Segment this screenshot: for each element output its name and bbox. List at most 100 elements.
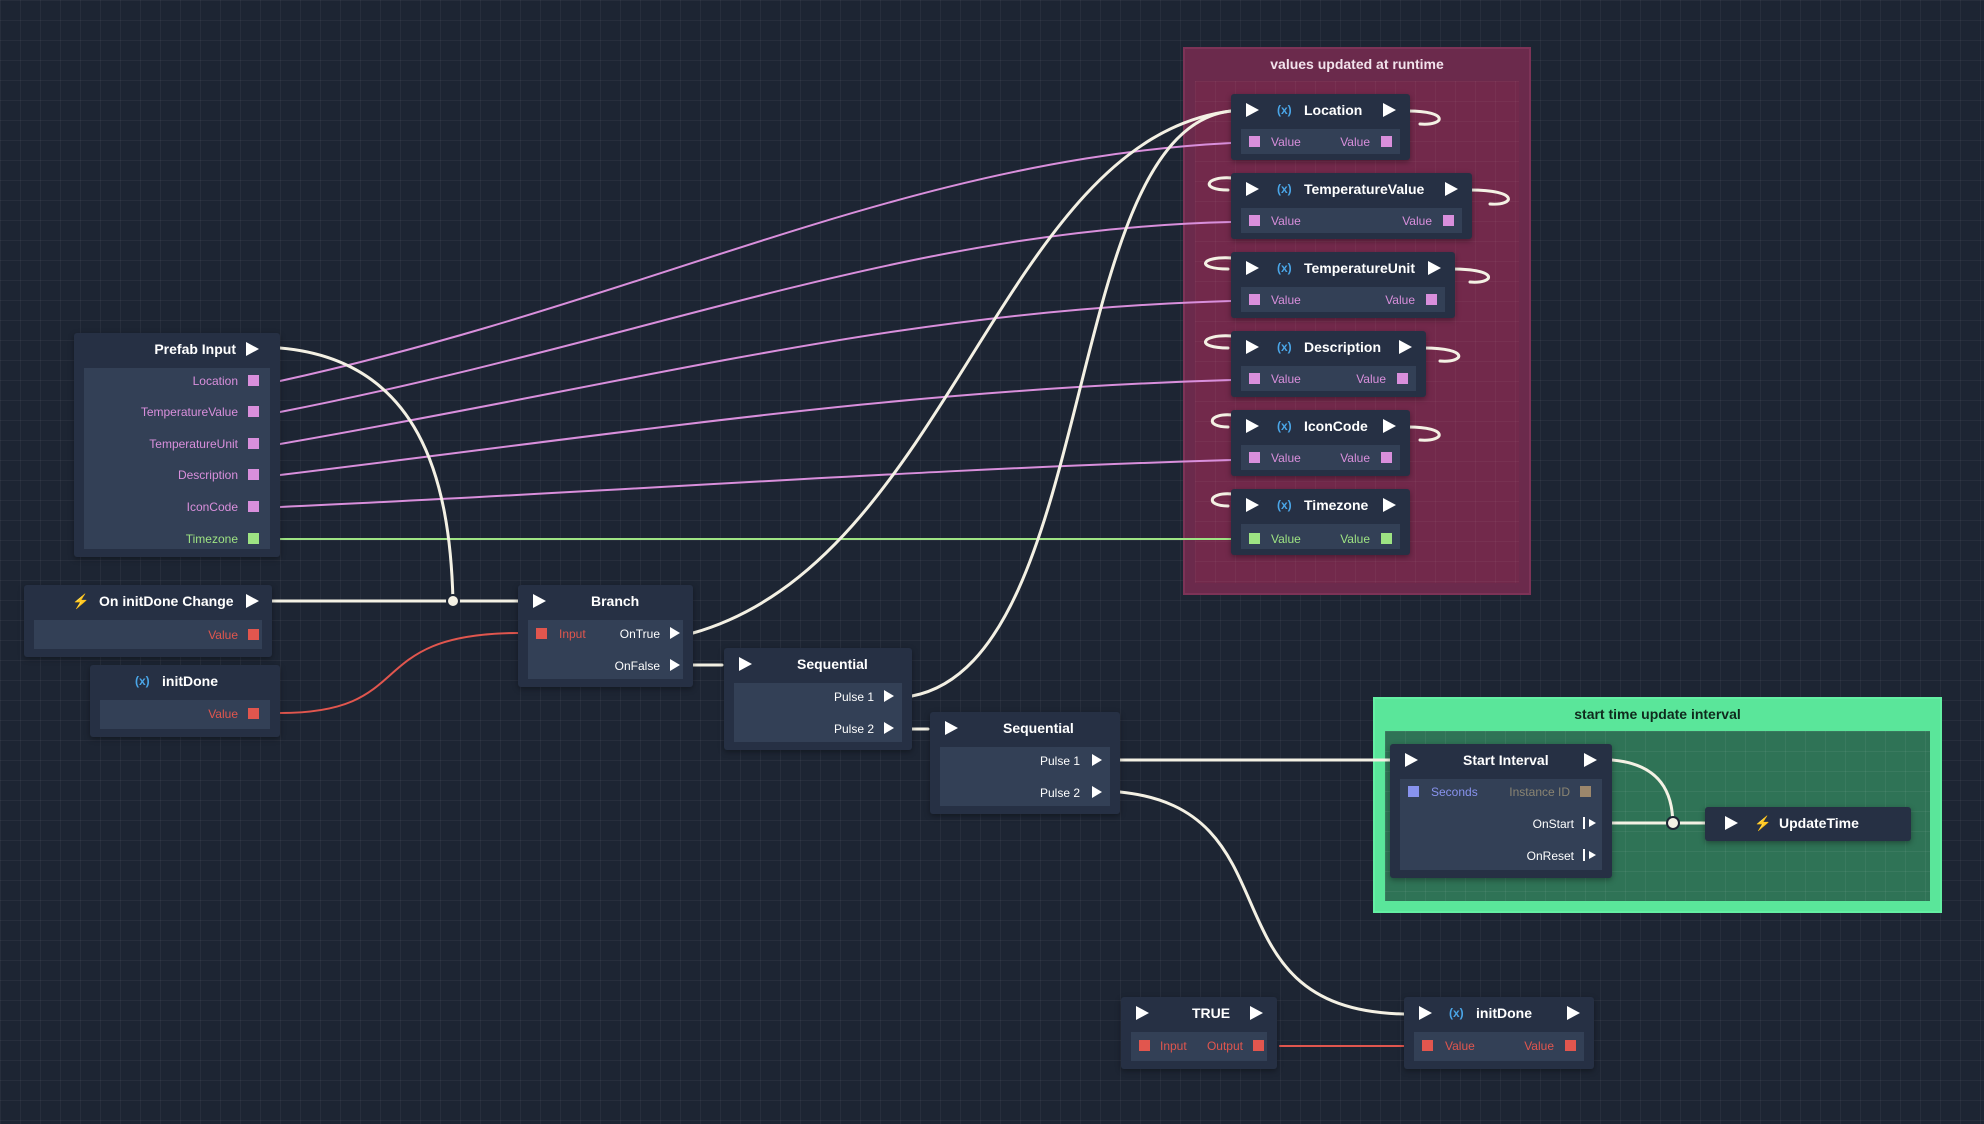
- wire-ontrue-to-setters: [691, 109, 1233, 635]
- exec-input-icon[interactable]: [1419, 1006, 1432, 1020]
- node-start-interval[interactable]: Start Interval Seconds Instance ID OnSta…: [1390, 744, 1612, 878]
- string-port-icon[interactable]: [1249, 373, 1260, 384]
- node-set-initdone[interactable]: (x) initDone Value Value: [1404, 997, 1594, 1069]
- wire-temperaturevalue: [279, 221, 1232, 413]
- number-port-icon[interactable]: [1408, 786, 1419, 797]
- exec-output-icon[interactable]: [1250, 1006, 1263, 1020]
- exec-input-icon[interactable]: [1725, 816, 1738, 830]
- string-port-icon[interactable]: [1381, 452, 1392, 463]
- node-true[interactable]: TRUE Input Output: [1121, 997, 1277, 1069]
- timezone-port-icon[interactable]: [248, 533, 259, 544]
- node-title: Description: [1304, 339, 1382, 355]
- node-title: initDone: [162, 673, 218, 689]
- string-port-icon[interactable]: [248, 501, 259, 512]
- exec-input-icon[interactable]: [1246, 498, 1259, 512]
- port-label: Pulse 1: [1039, 754, 1080, 768]
- exec-output-icon[interactable]: [1399, 340, 1412, 354]
- node-set-location[interactable]: (x) Location Value Value: [1231, 94, 1410, 160]
- node-body: [34, 620, 262, 649]
- exec-output-icon[interactable]: [884, 722, 894, 734]
- node-sequential-1[interactable]: Sequential Pulse 1 Pulse 2: [724, 648, 912, 750]
- exec-input-icon[interactable]: [739, 657, 752, 671]
- exec-output-icon[interactable]: [1383, 419, 1396, 433]
- bool-port-icon[interactable]: [248, 629, 259, 640]
- port-label: Pulse 2: [1039, 786, 1080, 800]
- exec-output-icon[interactable]: [246, 594, 259, 608]
- reroute-dot: [446, 594, 460, 608]
- node-body: [1241, 524, 1400, 549]
- exec-input-icon[interactable]: [1136, 1006, 1149, 1020]
- exec-output-icon[interactable]: [1092, 754, 1102, 766]
- bool-port-icon[interactable]: [248, 708, 259, 719]
- port-label: Value: [1385, 293, 1415, 307]
- string-port-icon[interactable]: [1397, 373, 1408, 384]
- exec-output-icon[interactable]: [1383, 498, 1396, 512]
- exec-output-icon[interactable]: [670, 627, 680, 639]
- string-port-icon[interactable]: [1381, 136, 1392, 147]
- string-port-icon[interactable]: [248, 469, 259, 480]
- node-initdone-getter[interactable]: (x) initDone Value: [90, 665, 280, 737]
- id-port-icon[interactable]: [1580, 786, 1591, 797]
- exec-input-icon[interactable]: [1246, 103, 1259, 117]
- string-port-icon[interactable]: [1249, 294, 1260, 305]
- port-label: Value: [1402, 214, 1432, 228]
- string-port-icon[interactable]: [248, 438, 259, 449]
- node-set-timezone[interactable]: (x) Timezone Value Value: [1231, 489, 1410, 555]
- string-port-icon[interactable]: [248, 375, 259, 386]
- node-updatetime[interactable]: ⚡ UpdateTime: [1705, 807, 1911, 841]
- exec-input-icon[interactable]: [1246, 182, 1259, 196]
- string-port-icon[interactable]: [248, 406, 259, 417]
- trigger-output-icon[interactable]: [1583, 817, 1585, 829]
- exec-output-icon[interactable]: [1445, 182, 1458, 196]
- port-label: Value: [1340, 135, 1370, 149]
- timezone-port-icon[interactable]: [1249, 533, 1260, 544]
- node-set-description[interactable]: (x) Description Value Value: [1231, 331, 1426, 397]
- bool-port-icon[interactable]: [1565, 1040, 1576, 1051]
- exec-input-icon[interactable]: [1405, 753, 1418, 767]
- group-title: values updated at runtime: [1270, 56, 1444, 72]
- exec-input-icon[interactable]: [1246, 419, 1259, 433]
- exec-output-icon[interactable]: [1567, 1006, 1580, 1020]
- node-set-temperatureunit[interactable]: (x) TemperatureUnit Value Value: [1231, 252, 1455, 318]
- exec-output-icon[interactable]: [1428, 261, 1441, 275]
- exec-input-icon[interactable]: [533, 594, 546, 608]
- port-label: Value: [1271, 293, 1301, 307]
- node-on-initdone-change[interactable]: ⚡ On initDone Change Value: [24, 585, 272, 657]
- node-set-iconcode[interactable]: (x) IconCode Value Value: [1231, 410, 1410, 476]
- node-branch[interactable]: Branch Input OnTrue OnFalse: [518, 585, 693, 687]
- string-port-icon[interactable]: [1426, 294, 1437, 305]
- exec-output-icon[interactable]: [1584, 753, 1597, 767]
- node-title: Location: [1304, 102, 1363, 118]
- string-port-icon[interactable]: [1249, 136, 1260, 147]
- variable-icon: (x): [1277, 340, 1292, 354]
- exec-output-icon[interactable]: [670, 659, 680, 671]
- exec-input-icon[interactable]: [945, 721, 958, 735]
- string-port-icon[interactable]: [1443, 215, 1454, 226]
- trigger-output-icon[interactable]: [1589, 819, 1596, 827]
- bool-port-icon[interactable]: [1422, 1040, 1433, 1051]
- trigger-output-icon[interactable]: [1589, 851, 1596, 859]
- bool-port-icon[interactable]: [1139, 1040, 1150, 1051]
- bool-port-icon[interactable]: [536, 628, 547, 639]
- node-sequential-2[interactable]: Sequential Pulse 1 Pulse 2: [930, 712, 1120, 814]
- bool-port-icon[interactable]: [1253, 1040, 1264, 1051]
- exec-output-icon[interactable]: [884, 690, 894, 702]
- port-label: TemperatureValue: [140, 405, 238, 419]
- exec-input-icon[interactable]: [1246, 340, 1259, 354]
- lightning-bolt-icon: ⚡: [1754, 815, 1772, 831]
- node-title: Start Interval: [1463, 752, 1549, 768]
- exec-output-icon[interactable]: [1092, 786, 1102, 798]
- wire-initdone-to-branch: [279, 632, 521, 714]
- timezone-port-icon[interactable]: [1381, 533, 1392, 544]
- node-set-temperaturevalue[interactable]: (x) TemperatureValue Value Value: [1231, 173, 1472, 239]
- port-label: OnReset: [1526, 849, 1574, 863]
- exec-output-icon[interactable]: [1383, 103, 1396, 117]
- string-port-icon[interactable]: [1249, 215, 1260, 226]
- exec-input-icon[interactable]: [1246, 261, 1259, 275]
- node-title: UpdateTime: [1779, 815, 1859, 831]
- string-port-icon[interactable]: [1249, 452, 1260, 463]
- exec-output-icon[interactable]: [246, 342, 259, 356]
- trigger-output-icon[interactable]: [1583, 849, 1585, 861]
- node-prefab-input[interactable]: Prefab Input Location TemperatureValue T…: [74, 333, 280, 557]
